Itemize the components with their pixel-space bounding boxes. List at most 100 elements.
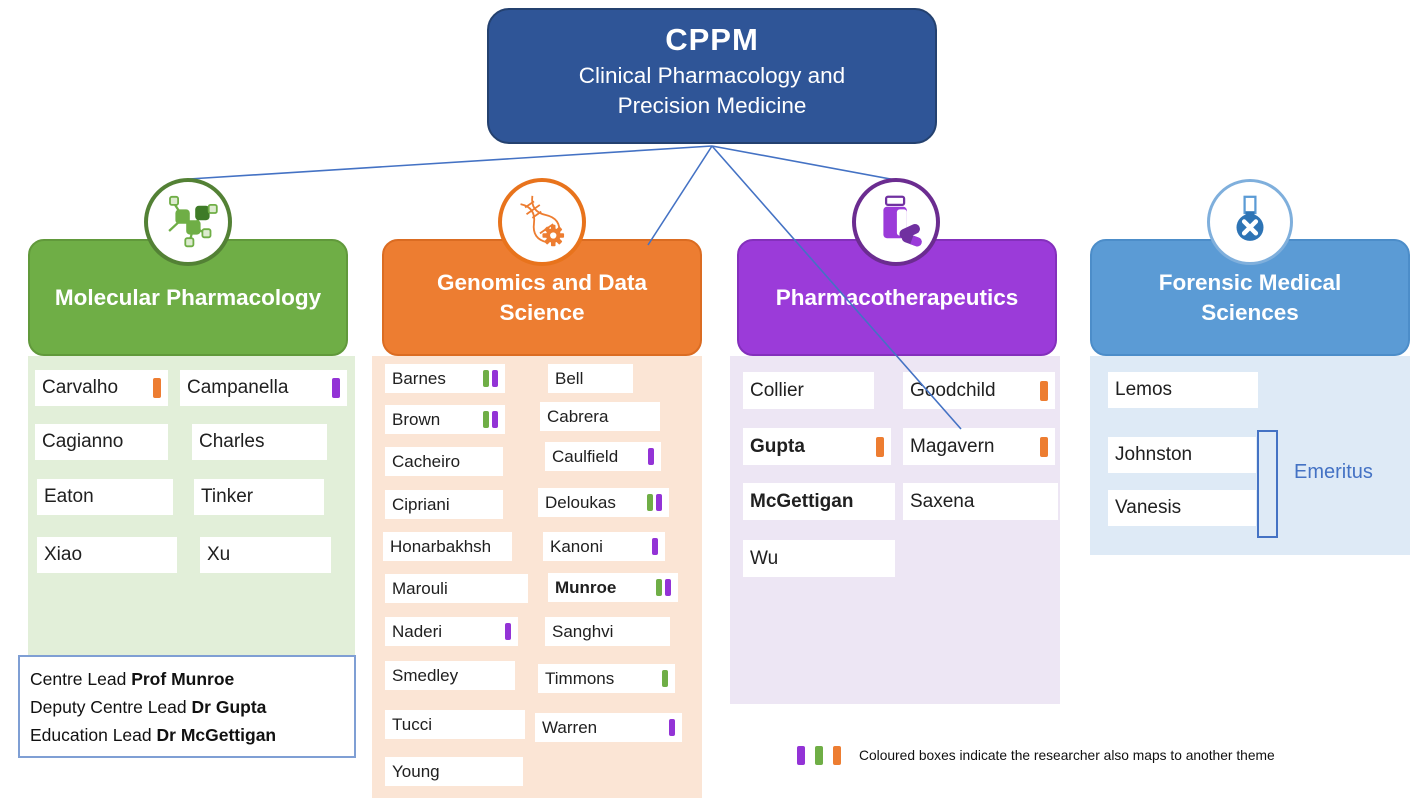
member-box: Timmons bbox=[538, 664, 675, 693]
theme-title-line2: Sciences bbox=[1201, 299, 1299, 325]
purple-theme-marker bbox=[665, 579, 671, 596]
member-box: Young bbox=[385, 757, 523, 786]
member-box: Lemos bbox=[1108, 372, 1258, 408]
leadership-name: Dr Gupta bbox=[191, 697, 267, 717]
purple-theme-marker bbox=[797, 746, 805, 765]
member-name: Johnston bbox=[1115, 444, 1193, 465]
root-subtitle-line1: Clinical Pharmacology and bbox=[578, 63, 846, 88]
root-subtitle: Clinical Pharmacology and Precision Medi… bbox=[489, 61, 935, 120]
legend-markers bbox=[797, 746, 851, 765]
member-name: Cacheiro bbox=[392, 451, 461, 471]
member-name: Cagianno bbox=[42, 431, 124, 452]
member-box: Saxena bbox=[903, 483, 1058, 520]
member-box: Honarbakhsh bbox=[383, 532, 512, 561]
purple-theme-marker bbox=[656, 494, 662, 511]
molecule-icon bbox=[144, 178, 232, 266]
purple-theme-marker bbox=[505, 623, 511, 640]
theme-markers bbox=[653, 579, 671, 596]
member-name: Naderi bbox=[392, 621, 443, 641]
theme-markers bbox=[1036, 436, 1048, 457]
member-name: Warren bbox=[542, 717, 598, 737]
leadership-role: Education Lead bbox=[30, 725, 152, 745]
member-name: Timmons bbox=[545, 668, 615, 688]
theme-title-line2: Science bbox=[499, 299, 585, 325]
theme-markers bbox=[659, 670, 668, 687]
member-name: Wu bbox=[750, 547, 779, 569]
purple-theme-marker bbox=[492, 411, 498, 428]
green-theme-marker bbox=[662, 670, 668, 687]
member-box: Brown bbox=[385, 405, 505, 434]
member-box: Naderi bbox=[385, 617, 518, 646]
member-name: Saxena bbox=[910, 490, 975, 512]
theme-markers bbox=[502, 623, 511, 640]
theme-title-line1: Forensic Medical bbox=[1158, 269, 1342, 295]
member-name: Collier bbox=[750, 379, 804, 401]
member-box: Caulfield bbox=[545, 442, 661, 471]
leadership-name: Dr McGettigan bbox=[156, 725, 277, 745]
member-box: Tucci bbox=[385, 710, 525, 739]
member-name: Honarbakhsh bbox=[390, 536, 492, 556]
theme-markers bbox=[644, 494, 662, 511]
member-name: Bell bbox=[555, 368, 584, 388]
purple-theme-marker bbox=[648, 448, 654, 465]
orange-theme-marker bbox=[1040, 380, 1048, 401]
member-box: Charles bbox=[192, 424, 327, 460]
member-box: Xu bbox=[200, 537, 331, 573]
member-name: Munroe bbox=[555, 577, 617, 597]
member-name: Marouli bbox=[392, 578, 448, 598]
member-name: Eaton bbox=[44, 486, 94, 507]
leadership-name: Prof Munroe bbox=[131, 669, 235, 689]
member-box: Deloukas bbox=[538, 488, 669, 517]
member-box: Cabrera bbox=[540, 402, 660, 431]
dna-gear-icon bbox=[498, 178, 586, 266]
theme-title: Molecular Pharmacology bbox=[54, 284, 322, 310]
member-name: Carvalho bbox=[42, 377, 119, 398]
purple-theme-marker bbox=[492, 370, 498, 387]
pill-bottle-icon bbox=[852, 178, 940, 266]
leadership-line: Centre Lead Prof Munroe bbox=[30, 665, 344, 693]
member-box: McGettigan bbox=[743, 483, 895, 520]
member-box: Munroe bbox=[548, 573, 678, 602]
theme-markers bbox=[328, 378, 340, 398]
flask-cross-icon bbox=[1207, 179, 1293, 265]
member-box: Xiao bbox=[37, 537, 177, 573]
emeritus-label: Emeritus bbox=[1294, 461, 1373, 483]
member-box: Cacheiro bbox=[385, 447, 503, 476]
member-name: Sanghvi bbox=[552, 621, 614, 641]
theme-title: Pharmacotherapeutics bbox=[775, 284, 1019, 310]
member-box: Cipriani bbox=[385, 490, 503, 519]
member-name: Cabrera bbox=[547, 406, 609, 426]
orange-theme-marker bbox=[876, 436, 884, 457]
leadership-line: Deputy Centre Lead Dr Gupta bbox=[30, 693, 344, 721]
legend-text: Coloured boxes indicate the researcher a… bbox=[859, 748, 1275, 763]
member-box: Kanoni bbox=[543, 532, 665, 561]
theme-markers bbox=[649, 538, 658, 555]
member-name: Smedley bbox=[392, 665, 459, 685]
emeritus-bracket bbox=[1257, 430, 1278, 538]
member-name: Magavern bbox=[910, 435, 995, 457]
theme-markers bbox=[480, 411, 498, 428]
member-name: Goodchild bbox=[910, 379, 996, 401]
member-name: Campanella bbox=[187, 377, 289, 398]
member-box: Eaton bbox=[37, 479, 173, 515]
green-theme-marker bbox=[815, 746, 823, 765]
member-name: Tucci bbox=[392, 714, 432, 734]
purple-theme-marker bbox=[669, 719, 675, 736]
member-box: Gupta bbox=[743, 428, 891, 465]
member-name: Lemos bbox=[1115, 379, 1173, 400]
green-theme-marker bbox=[483, 411, 489, 428]
member-box: Collier bbox=[743, 372, 874, 409]
green-theme-marker bbox=[483, 370, 489, 387]
leadership-role: Deputy Centre Lead bbox=[30, 697, 187, 717]
leadership-role: Centre Lead bbox=[30, 669, 127, 689]
green-theme-marker bbox=[647, 494, 653, 511]
theme-title-line1: Genomics and Data bbox=[436, 269, 648, 295]
orange-theme-marker bbox=[153, 378, 161, 398]
member-name: Gupta bbox=[750, 435, 805, 457]
member-box: Campanella bbox=[180, 370, 347, 406]
green-theme-marker bbox=[656, 579, 662, 596]
root-title: CPPM bbox=[665, 22, 759, 57]
member-box: Smedley bbox=[385, 661, 515, 690]
legend: Coloured boxes indicate the researcher a… bbox=[797, 746, 1275, 765]
